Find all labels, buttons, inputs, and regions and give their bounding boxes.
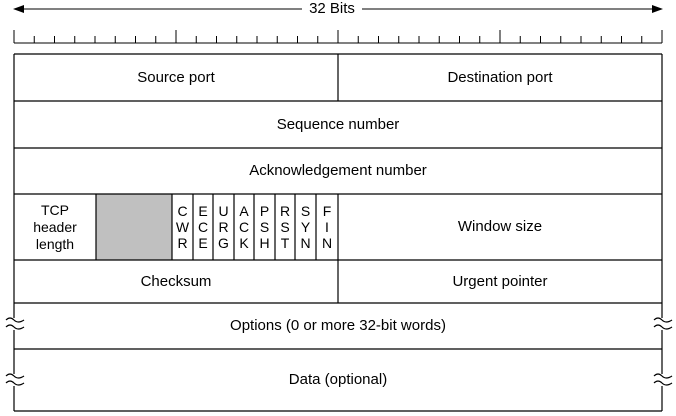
data-field: Data (optional) xyxy=(288,371,388,388)
flag-letter: C xyxy=(177,203,188,219)
break-marks xyxy=(5,317,673,386)
destination-port-field: Destination port xyxy=(447,68,553,86)
flag-letter: G xyxy=(218,235,229,251)
flag-letter: R xyxy=(218,219,229,235)
flag-letter: Y xyxy=(300,219,311,235)
flag-letter: R xyxy=(279,203,291,219)
reserved-bits-field xyxy=(96,194,172,260)
tcp-header-length-field: TCP header length xyxy=(14,194,96,260)
acknowledgement-number-field: Acknowledgement number xyxy=(249,162,427,179)
flag-letter: U xyxy=(218,203,229,219)
flag-letter: H xyxy=(259,235,270,251)
flag-letter: E xyxy=(198,235,208,251)
flag-letter: I xyxy=(325,219,329,235)
source-port-field: Source port xyxy=(137,68,215,86)
flag-letter: C xyxy=(197,219,209,235)
bit-ruler xyxy=(13,30,663,44)
flag-letter: S xyxy=(300,203,311,219)
header-table xyxy=(13,53,663,412)
flag-letter: E xyxy=(198,203,208,219)
bits-width-label: 32 Bits xyxy=(302,0,362,18)
flag-letter: S xyxy=(280,219,290,235)
tcp-header-length-line: header xyxy=(33,218,77,235)
tcp-header-length-line: TCP xyxy=(41,201,69,218)
flag-letter: T xyxy=(280,235,290,251)
flag-letter: C xyxy=(238,219,250,235)
options-field: Options (0 or more 32-bit words) xyxy=(230,317,446,334)
flag-letter: N xyxy=(321,235,333,251)
sequence-number-field: Sequence number xyxy=(276,115,400,133)
tcp-header-length-line: length xyxy=(35,235,75,252)
flag-letter: S xyxy=(259,219,270,235)
urgent-pointer-field: Urgent pointer xyxy=(452,272,548,290)
flag-letter: N xyxy=(300,235,311,251)
flag-letter: A xyxy=(239,203,249,219)
flag-letter: K xyxy=(239,235,249,251)
flag-letter: P xyxy=(259,203,270,219)
checksum-field: Checksum xyxy=(140,272,212,290)
flag-letter: F xyxy=(322,203,332,219)
flag-letter: R xyxy=(177,235,188,251)
flag-letter: W xyxy=(175,219,190,235)
window-size-field: Window size xyxy=(457,218,543,235)
